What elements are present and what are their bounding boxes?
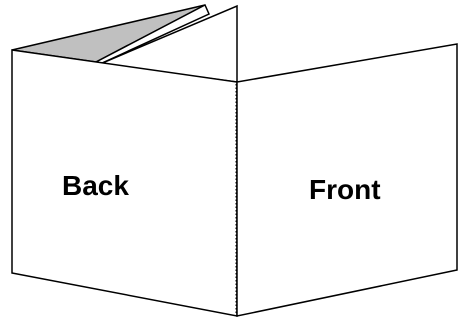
- front-panel: [236, 43, 458, 317]
- front-label: Front: [309, 174, 381, 205]
- back-label: Back: [62, 170, 129, 201]
